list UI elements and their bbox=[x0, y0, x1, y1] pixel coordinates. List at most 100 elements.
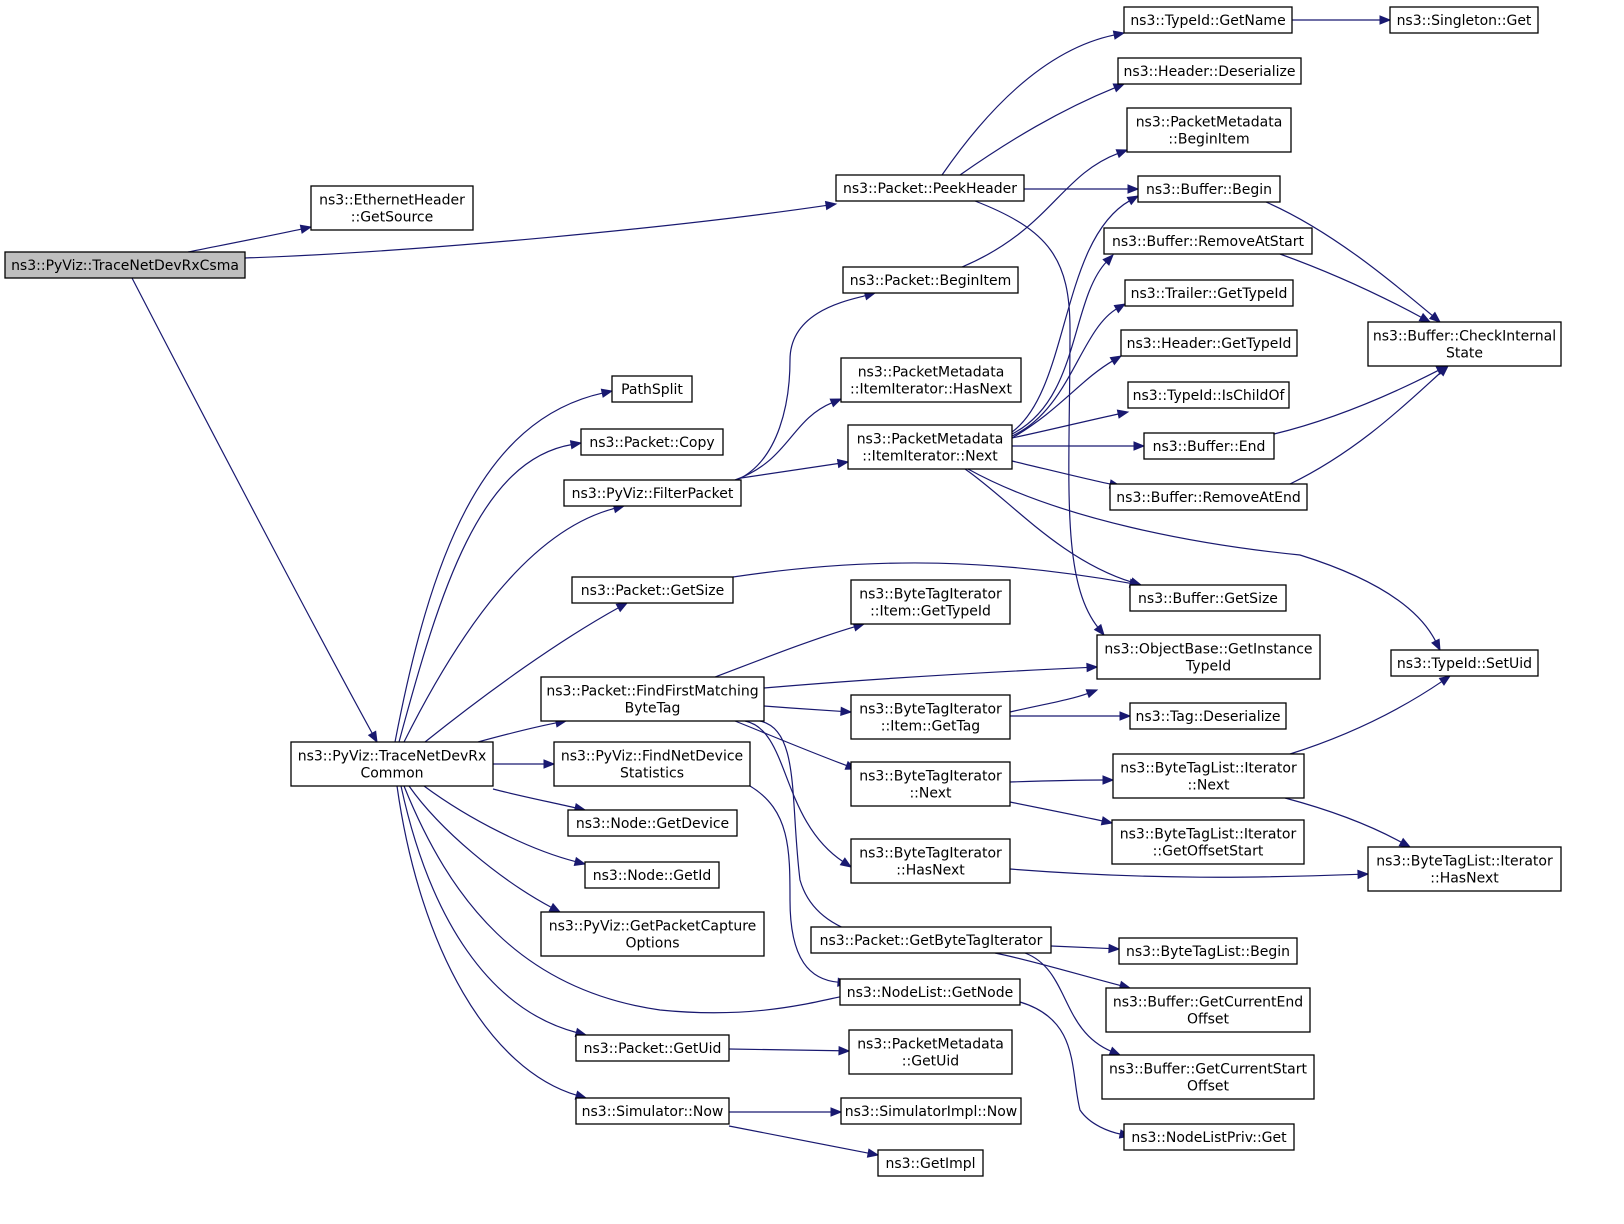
node-getimpl[interactable]: ns3::GetImpl bbox=[877, 1149, 984, 1177]
node-box[interactable] bbox=[847, 424, 1013, 470]
node-box[interactable] bbox=[580, 428, 724, 456]
node-box[interactable] bbox=[4, 251, 246, 279]
node-nodelistget[interactable]: ns3::NodeList::GetNode bbox=[839, 978, 1021, 1006]
node-ischild[interactable]: ns3::TypeId::IsChildOf bbox=[1127, 381, 1290, 409]
node-ethsrc[interactable]: ns3::EthernetHeader::GetSource bbox=[310, 185, 474, 231]
node-box[interactable] bbox=[310, 185, 474, 231]
node-btitem_gettag[interactable]: ns3::ByteTagIterator::Item::GetTag bbox=[850, 694, 1011, 740]
node-trailertid[interactable]: ns3::Trailer::GetTypeId bbox=[1124, 279, 1294, 307]
node-bufremend[interactable]: ns3::Buffer::RemoveAtEnd bbox=[1109, 483, 1308, 511]
node-bthasnext[interactable]: ns3::ByteTagIterator::HasNext bbox=[850, 838, 1011, 884]
node-simnow[interactable]: ns3::Simulator::Now bbox=[575, 1097, 730, 1125]
node-box[interactable] bbox=[850, 579, 1011, 625]
node-box[interactable] bbox=[1105, 987, 1311, 1033]
node-box[interactable] bbox=[850, 838, 1011, 884]
node-nodegetdev[interactable]: ns3::Node::GetDevice bbox=[567, 809, 738, 837]
node-getname[interactable]: ns3::TypeId::GetName bbox=[1123, 6, 1293, 34]
node-next_pm[interactable]: ns3::PacketMetadata::ItemIterator::Next bbox=[847, 424, 1013, 470]
node-pathsplit[interactable]: PathSplit bbox=[611, 375, 693, 403]
node-box[interactable] bbox=[1129, 702, 1287, 730]
node-box[interactable] bbox=[290, 741, 494, 787]
node-btnext[interactable]: ns3::ByteTagIterator::Next bbox=[850, 761, 1011, 807]
node-bufremstart[interactable]: ns3::Buffer::RemoveAtStart bbox=[1103, 227, 1313, 255]
node-box[interactable] bbox=[848, 1029, 1013, 1075]
node-pktcopy[interactable]: ns3::Packet::Copy bbox=[580, 428, 724, 456]
node-getbti[interactable]: ns3::Packet::GetByteTagIterator bbox=[810, 926, 1052, 954]
node-box[interactable] bbox=[1123, 6, 1293, 34]
node-box[interactable] bbox=[575, 1097, 730, 1125]
node-hasnext_pm[interactable]: ns3::PacketMetadata::ItemIterator::HasNe… bbox=[840, 357, 1022, 403]
node-box[interactable] bbox=[1111, 819, 1305, 865]
node-root[interactable]: ns3::PyViz::TraceNetDevRxCsma bbox=[4, 251, 246, 279]
node-box[interactable] bbox=[1118, 937, 1298, 965]
node-box[interactable] bbox=[1124, 279, 1294, 307]
node-peekhdr[interactable]: ns3::Packet::PeekHeader bbox=[835, 174, 1025, 202]
node-box[interactable] bbox=[584, 861, 720, 889]
node-box[interactable] bbox=[571, 576, 734, 604]
node-box[interactable] bbox=[1112, 753, 1305, 799]
node-btitem_tid[interactable]: ns3::ByteTagIterator::Item::GetTypeId bbox=[850, 579, 1011, 625]
node-box[interactable] bbox=[1390, 649, 1539, 677]
node-nodegetid[interactable]: ns3::Node::GetId bbox=[584, 861, 720, 889]
node-box[interactable] bbox=[1109, 483, 1308, 511]
node-simimplnow[interactable]: ns3::SimulatorImpl::Now bbox=[840, 1097, 1022, 1125]
node-box[interactable] bbox=[1123, 1123, 1295, 1151]
node-box[interactable] bbox=[840, 357, 1022, 403]
node-box[interactable] bbox=[563, 479, 742, 507]
node-box[interactable] bbox=[840, 1097, 1022, 1125]
node-box[interactable] bbox=[835, 174, 1025, 202]
node-box[interactable] bbox=[1103, 227, 1313, 255]
node-btlhasnext[interactable]: ns3::ByteTagList::Iterator::HasNext bbox=[1367, 846, 1562, 892]
node-bufend[interactable]: ns3::Buffer::End bbox=[1143, 432, 1275, 460]
node-box[interactable] bbox=[540, 911, 765, 957]
node-pktgetuid[interactable]: ns3::Packet::GetUid bbox=[575, 1034, 730, 1062]
node-box[interactable] bbox=[1137, 175, 1281, 203]
node-pmbegin[interactable]: ns3::PacketMetadata::BeginItem bbox=[1126, 107, 1292, 153]
node-hdrdeser[interactable]: ns3::Header::Deserialize bbox=[1117, 57, 1302, 85]
node-box[interactable] bbox=[1117, 57, 1302, 85]
node-pktgetsize[interactable]: ns3::Packet::GetSize bbox=[571, 576, 734, 604]
node-box[interactable] bbox=[1367, 321, 1562, 367]
node-nlprivget[interactable]: ns3::NodeListPriv::Get bbox=[1123, 1123, 1295, 1151]
node-pmgetuid[interactable]: ns3::PacketMetadata::GetUid bbox=[848, 1029, 1013, 1075]
node-box[interactable] bbox=[810, 926, 1052, 954]
node-box[interactable] bbox=[540, 676, 765, 722]
node-box[interactable] bbox=[1129, 584, 1287, 612]
node-filter[interactable]: ns3::PyViz::FilterPacket bbox=[563, 479, 742, 507]
node-btlbegin[interactable]: ns3::ByteTagList::Begin bbox=[1118, 937, 1298, 965]
node-box[interactable] bbox=[1126, 107, 1292, 153]
node-bufgetsize[interactable]: ns3::Buffer::GetSize bbox=[1129, 584, 1287, 612]
node-btloffstart[interactable]: ns3::ByteTagList::Iterator::GetOffsetSta… bbox=[1111, 819, 1305, 865]
node-box[interactable] bbox=[1389, 6, 1539, 34]
node-box[interactable] bbox=[1096, 634, 1321, 680]
node-setuid[interactable]: ns3::TypeId::SetUid bbox=[1390, 649, 1539, 677]
node-box[interactable] bbox=[842, 266, 1019, 294]
node-box[interactable] bbox=[850, 694, 1011, 740]
node-box[interactable] bbox=[611, 375, 693, 403]
node-box[interactable] bbox=[575, 1034, 730, 1062]
node-box[interactable] bbox=[877, 1149, 984, 1177]
node-singleton[interactable]: ns3::Singleton::Get bbox=[1389, 6, 1539, 34]
node-headertid[interactable]: ns3::Header::GetTypeId bbox=[1120, 329, 1298, 357]
node-box[interactable] bbox=[839, 978, 1021, 1006]
node-box[interactable] bbox=[1101, 1054, 1315, 1100]
node-pktbegin[interactable]: ns3::Packet::BeginItem bbox=[842, 266, 1019, 294]
node-box[interactable] bbox=[1127, 381, 1290, 409]
node-bufbegin[interactable]: ns3::Buffer::Begin bbox=[1137, 175, 1281, 203]
node-box[interactable] bbox=[1143, 432, 1275, 460]
node-box[interactable] bbox=[1367, 846, 1562, 892]
node-box[interactable] bbox=[850, 761, 1011, 807]
node-tagdeser[interactable]: ns3::Tag::Deserialize bbox=[1129, 702, 1287, 730]
node-box[interactable] bbox=[1120, 329, 1298, 357]
node-box[interactable] bbox=[567, 809, 738, 837]
node-box[interactable] bbox=[553, 741, 751, 787]
node-btlnext[interactable]: ns3::ByteTagList::Iterator::Next bbox=[1112, 753, 1305, 799]
